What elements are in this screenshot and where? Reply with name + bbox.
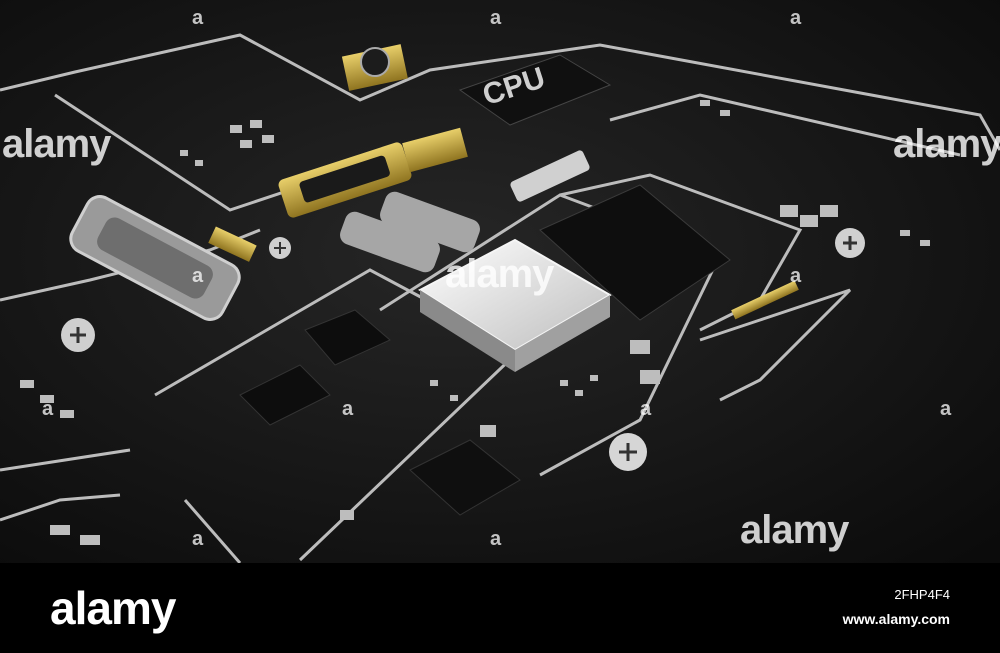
small-chip-left xyxy=(239,364,331,426)
footer-bar: alamy 2FHP4F4 www.alamy.com xyxy=(0,563,1000,653)
watermark-mark: a xyxy=(192,7,204,29)
site-url: www.alamy.com xyxy=(842,611,950,627)
watermark-mark: a xyxy=(790,265,802,287)
flex-connector xyxy=(510,150,590,202)
small-chip-bottom xyxy=(409,439,521,516)
watermark-mark: a xyxy=(640,398,652,420)
sensor-pad-2 xyxy=(380,191,480,253)
memory-chip xyxy=(539,184,731,321)
watermark-mark: a xyxy=(192,265,204,287)
gold-strip xyxy=(731,280,799,320)
smd-components xyxy=(20,100,930,545)
connector-slot xyxy=(299,155,390,203)
watermark-mark: a xyxy=(490,528,502,550)
watermark-mark: a xyxy=(42,398,54,420)
main-processor-side-right xyxy=(515,295,610,372)
watermark-logo: alamy xyxy=(2,122,111,166)
watermark-logo: alamy xyxy=(740,508,849,552)
watermark-mark: a xyxy=(490,7,502,29)
small-chip-mid xyxy=(304,309,391,366)
watermark-mark: a xyxy=(192,528,204,550)
cpu-chip xyxy=(458,54,612,126)
circuit-board-illustration: CPU xyxy=(0,0,1000,563)
gold-pad xyxy=(402,127,468,173)
speaker-grille xyxy=(97,217,213,299)
watermark-mark: a xyxy=(342,398,354,420)
camera-lens xyxy=(360,47,390,77)
sensor-pad-1 xyxy=(340,211,440,273)
main-processor-side xyxy=(420,290,515,372)
screw-icon xyxy=(269,237,291,259)
watermark-grid: a a a a a a a a a a a xyxy=(42,7,952,550)
circuit-board-photo: CPU xyxy=(0,0,1000,563)
screw-group xyxy=(61,228,865,471)
watermark-mark: a xyxy=(790,7,802,29)
screw-icon xyxy=(609,433,647,471)
watermark-logo: alamy xyxy=(445,252,554,296)
watermark-mark: a xyxy=(940,398,952,420)
gold-small-pad xyxy=(208,226,257,262)
image-id: 2FHP4F4 xyxy=(894,587,950,602)
watermark-logo: alamy xyxy=(893,122,1000,166)
footer-logo: alamy xyxy=(50,582,176,634)
screw-icon xyxy=(835,228,865,258)
screw-icon xyxy=(61,318,95,352)
component-group xyxy=(69,44,799,321)
